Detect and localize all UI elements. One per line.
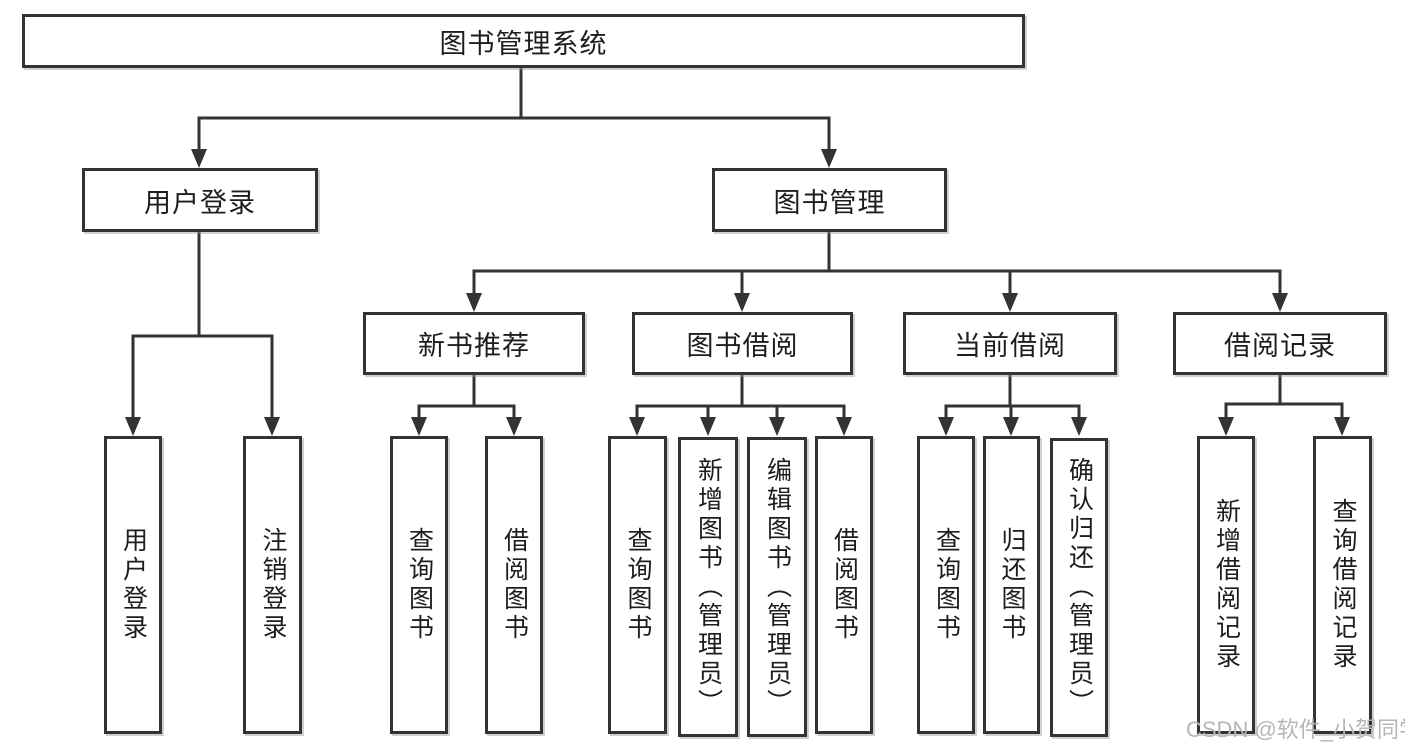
connector-new-book-group — [411, 375, 522, 436]
leaf-query-book-recommend: 查询图书 — [390, 436, 448, 734]
node-borrow-record: 借阅记录 — [1173, 312, 1387, 375]
leaf-borrow-book: 借阅图书 — [815, 436, 873, 734]
node-current-borrow: 当前借阅 — [903, 312, 1117, 375]
leaf-add-borrow-record: 新增借阅记录 — [1197, 436, 1255, 734]
connector-current-borrow-group — [938, 375, 1087, 436]
connector-root-to-level2 — [191, 68, 837, 168]
node-book-management: 图书管理 — [712, 168, 947, 232]
leaf-logout: 注销登录 — [243, 436, 302, 734]
node-user-login: 用户登录 — [82, 168, 318, 232]
connector-book-borrow-group — [629, 375, 852, 436]
leaf-edit-book-admin: 编辑图书（管理员） — [747, 437, 807, 737]
node-new-book-recommend: 新书推荐 — [363, 312, 585, 375]
leaf-borrow-book-recommend: 借阅图书 — [485, 436, 543, 734]
leaf-query-book-current: 查询图书 — [917, 436, 975, 734]
connector-borrow-record-group — [1218, 375, 1350, 436]
leaf-user-login: 用户登录 — [104, 436, 162, 734]
node-root-system: 图书管理系统 — [22, 14, 1025, 68]
csdn-watermark: CSDN @软件_小贺同学 — [1186, 717, 1405, 742]
leaf-return-book: 归还图书 — [983, 436, 1040, 734]
node-book-borrow: 图书借阅 — [632, 312, 853, 375]
connector-book-mgmt-to-level3 — [466, 232, 1288, 312]
leaf-query-book-borrow: 查询图书 — [608, 436, 667, 734]
leaf-confirm-return-admin: 确认归还（管理员） — [1050, 438, 1108, 737]
connector-user-login-group — [125, 232, 280, 436]
leaf-add-book-admin: 新增图书（管理员） — [678, 437, 738, 737]
leaf-query-borrow-record: 查询借阅记录 — [1313, 436, 1372, 734]
